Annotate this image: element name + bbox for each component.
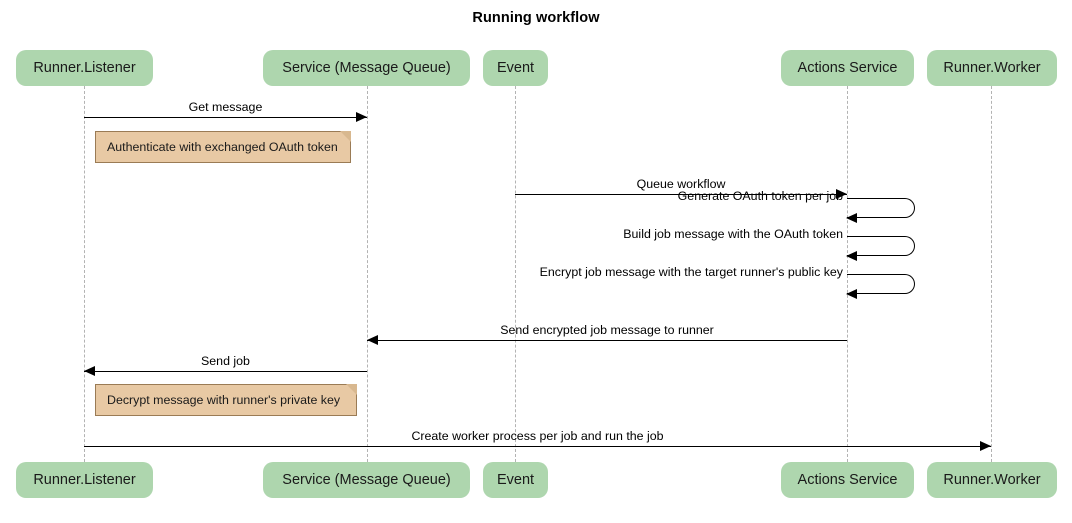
note-authenticate-with-exchanged-oauth-token[interactable]: Authenticate with exchanged OAuth token bbox=[95, 131, 351, 163]
arrowhead bbox=[846, 250, 857, 261]
actor-label: Event bbox=[496, 472, 535, 488]
lifeline-runner-worker bbox=[991, 86, 992, 462]
message-label: Get message bbox=[188, 100, 263, 114]
message-label: Build job message with the OAuth token bbox=[623, 227, 843, 241]
actor-box-service-message-queue-bottom[interactable]: Service (Message Queue) bbox=[263, 462, 470, 498]
actor-box-actions-service-bottom[interactable]: Actions Service bbox=[781, 462, 914, 498]
actor-label: Event bbox=[496, 60, 535, 76]
actor-label: Runner.Listener bbox=[33, 472, 136, 488]
actor-label: Actions Service bbox=[797, 472, 898, 488]
arrowhead bbox=[980, 441, 991, 452]
note-label: Decrypt message with runner's private ke… bbox=[107, 393, 341, 407]
message-label: Create worker process per job and run th… bbox=[411, 429, 664, 443]
message-label: Send job bbox=[201, 354, 250, 368]
actor-box-runner-listener-bottom[interactable]: Runner.Listener bbox=[16, 462, 153, 498]
actor-label: Service (Message Queue) bbox=[282, 60, 451, 76]
actor-box-event-top[interactable]: Event bbox=[483, 50, 548, 86]
arrowhead bbox=[846, 288, 857, 299]
actor-box-event-bottom[interactable]: Event bbox=[483, 462, 548, 498]
page-title: Running workflow bbox=[472, 10, 600, 26]
self-loop-path bbox=[847, 198, 915, 218]
actor-label: Actions Service bbox=[797, 60, 898, 76]
arrowhead bbox=[356, 112, 367, 123]
actor-label: Runner.Listener bbox=[33, 60, 136, 76]
message-label: Queue workflow bbox=[636, 177, 726, 191]
message-label: Generate OAuth token per job bbox=[677, 189, 843, 203]
note-label: Authenticate with exchanged OAuth token bbox=[107, 140, 338, 154]
note-fold-corner-icon bbox=[346, 384, 357, 395]
self-loop-path bbox=[847, 236, 915, 256]
message-label: Send encrypted job message to runner bbox=[500, 323, 714, 337]
actor-box-runner-listener-top[interactable]: Runner.Listener bbox=[16, 50, 153, 86]
message-line bbox=[84, 371, 367, 372]
actor-box-actions-service-top[interactable]: Actions Service bbox=[781, 50, 914, 86]
message-label: Encrypt job message with the target runn… bbox=[539, 265, 843, 279]
message-line bbox=[367, 340, 847, 341]
actor-label: Runner.Worker bbox=[943, 472, 1041, 488]
arrowhead bbox=[367, 335, 378, 346]
lifeline-service-message-queue bbox=[367, 86, 368, 462]
actor-label: Runner.Worker bbox=[943, 60, 1041, 76]
message-line bbox=[84, 117, 367, 118]
arrowhead bbox=[846, 212, 857, 223]
actor-box-runner-worker-bottom[interactable]: Runner.Worker bbox=[927, 462, 1057, 498]
actor-box-runner-worker-top[interactable]: Runner.Worker bbox=[927, 50, 1057, 86]
self-loop-path bbox=[847, 274, 915, 294]
actor-box-service-message-queue-top[interactable]: Service (Message Queue) bbox=[263, 50, 470, 86]
lifeline-event bbox=[515, 86, 516, 462]
lifeline-runner-listener bbox=[84, 86, 85, 462]
note-decrypt-message-with-runners-private-key[interactable]: Decrypt message with runner's private ke… bbox=[95, 384, 357, 416]
note-fold-corner-icon bbox=[340, 131, 351, 142]
arrowhead bbox=[836, 189, 847, 200]
message-line bbox=[84, 446, 991, 447]
actor-label: Service (Message Queue) bbox=[282, 472, 451, 488]
message-line bbox=[515, 194, 847, 195]
arrowhead bbox=[84, 366, 95, 377]
